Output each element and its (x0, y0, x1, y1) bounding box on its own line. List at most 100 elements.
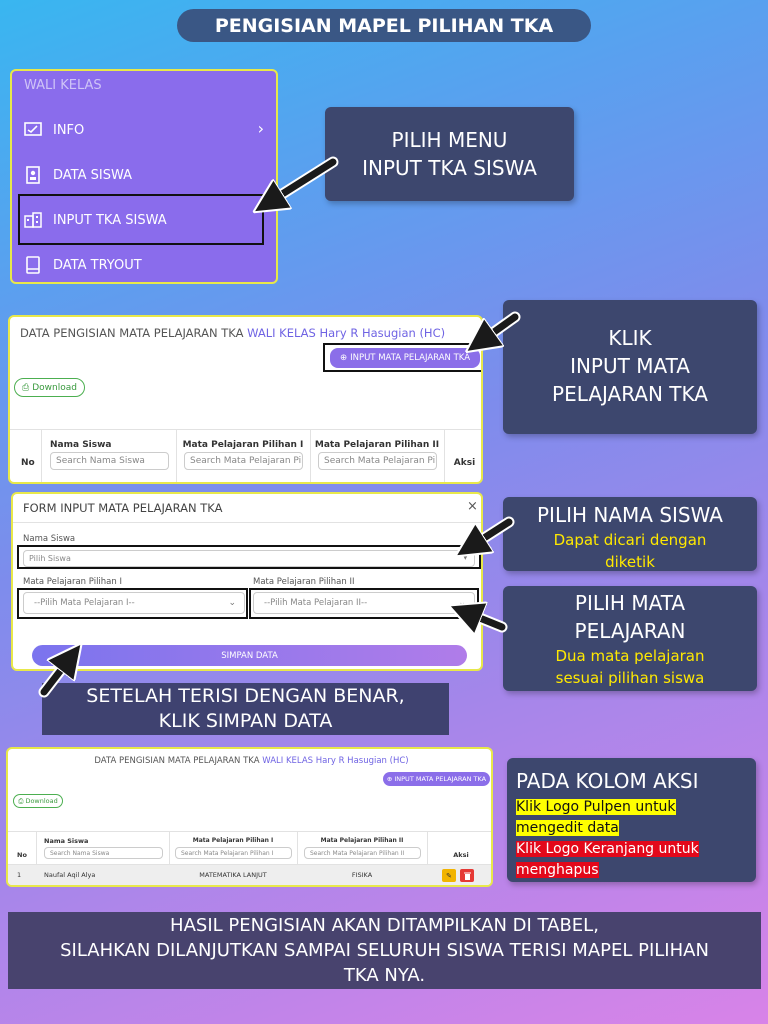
sidebar-item-data-tryout[interactable]: DATA TRYOUT (24, 254, 264, 276)
sidebar-item-data-siswa[interactable]: DATA SISWA (24, 164, 264, 186)
input-mapel-label: INPUT MATA PELAJARAN TKA (350, 353, 471, 363)
sidebar-item-input-tka[interactable]: INPUT TKA SISWA (24, 209, 264, 231)
callout-sub: Dapat dicari dengan (553, 531, 707, 549)
input-mapel-button[interactable]: ⊕ INPUT MATA PELAJARAN TKA (330, 348, 480, 368)
sidebar-item-label: INFO (53, 122, 85, 138)
simpan-data-button[interactable]: SIMPAN DATA (32, 645, 467, 666)
callout-pilih-mapel: PILIH MATA PELAJARAN Dua mata pelajaran … (503, 586, 757, 691)
col-nama: Nama Siswa (50, 440, 112, 450)
download-icon: ⎙ (18, 796, 24, 805)
chart-check-icon (24, 121, 42, 139)
table-divider (176, 429, 177, 482)
callout-pilih-menu: PILIH MENU INPUT TKA SISWA (325, 107, 574, 201)
card-title-highlight: WALI KELAS Hary R Hasugian (HC) (262, 756, 409, 766)
callout-line: SILAHKAN DILANJUTKAN SAMPAI SELURUH SISW… (60, 940, 709, 961)
download-label: Download (32, 382, 77, 393)
col-aksi: Aksi (453, 458, 476, 468)
callout-sub: Dua mata pelajaran (555, 647, 705, 665)
table-divider (297, 831, 298, 885)
callout-sub: diketik (605, 553, 655, 571)
edit-instruction: Klik Logo Pulpen untuk (516, 799, 676, 815)
search-pilihan-2-input[interactable]: Search Mata Pelajaran Pilihan II (304, 847, 421, 859)
result-card: DATA PENGISIAN MATA PELAJARAN TKA WALI K… (6, 747, 493, 887)
card-title-prefix: DATA PENGISIAN MATA PELAJARAN TKA (94, 756, 260, 766)
col-pilihan-1: Mata Pelajaran Pilihan I (192, 837, 274, 844)
callout-line: PILIH MATA (574, 591, 686, 615)
callout-sub: sesuai pilihan siswa (555, 669, 705, 687)
nama-placeholder: Pilih Siswa (29, 554, 71, 563)
row-no: 1 (17, 871, 22, 879)
row-pilihan-1: MATEMATIKA LANJUT (199, 871, 267, 879)
search-pilihan-2-input[interactable]: Search Mata Pelajaran Pilihan II (318, 452, 437, 470)
plus-circle-icon: ⊕ (339, 353, 348, 363)
pilihan-2-placeholder: --Pilih Mata Pelajaran II-- (264, 598, 368, 608)
input-mapel-button[interactable]: ⊕ INPUT MATA PELAJARAN TKA (383, 772, 490, 786)
callout-line: KLIK SIMPAN DATA (158, 710, 333, 732)
search-pilihan-1-input[interactable]: Search Mata Pelajaran Pilihan I (175, 847, 292, 859)
card-title-prefix: DATA PENGISIAN MATA PELAJARAN TKA (20, 326, 244, 340)
highlight-box (17, 588, 248, 619)
building-icon (24, 211, 42, 229)
page-title: PENGISIAN MAPEL PILIHAN TKA (177, 9, 591, 42)
highlight-box (249, 588, 479, 619)
callout-line: INPUT TKA SISWA (362, 156, 537, 180)
callout-line: PADA KOLOM AKSI (516, 769, 699, 793)
search-nama-input[interactable]: Search Nama Siswa (44, 847, 163, 859)
row-pilihan-2: FISIKA (351, 871, 373, 879)
sidebar-item-info[interactable]: INFO › (24, 119, 264, 141)
form-title: FORM INPUT MATA PELAJARAN TKA (23, 501, 223, 515)
col-no: No (17, 851, 27, 859)
sidebar-item-label: DATA SISWA (53, 167, 132, 183)
edit-pen-icon[interactable]: ✎ (442, 869, 456, 882)
data-card: DATA PENGISIAN MATA PELAJARAN TKA WALI K… (8, 315, 483, 484)
edit-instruction: mengedit data (516, 820, 619, 836)
pilihan-1-placeholder: --Pilih Mata Pelajaran I-- (34, 598, 135, 608)
callout-line: PELAJARAN (574, 619, 686, 643)
close-icon[interactable]: × (467, 499, 478, 514)
row-nama: Naufal Aqil Alya (44, 871, 96, 879)
callout-line: PELAJARAN TKA (552, 382, 708, 406)
search-pilihan-1-input[interactable]: Search Mata Pelajaran Pilihan I (184, 452, 303, 470)
download-button[interactable]: ⎙ Download (14, 378, 85, 397)
table-divider (8, 864, 491, 865)
sidebar-item-label: INPUT TKA SISWA (53, 212, 167, 228)
sidebar-item-label: DATA TRYOUT (53, 257, 142, 273)
search-nama-input[interactable]: Search Nama Siswa (50, 452, 169, 470)
card-title-highlight: WALI KELAS Hary R Hasugian (HC) (247, 326, 446, 340)
callout-pilih-nama: PILIH NAMA SISWA Dapat dicari dengan dik… (503, 497, 757, 571)
pilihan-2-label: Mata Pelajaran Pilihan II (253, 577, 355, 587)
callout-line: KLIK (608, 326, 652, 350)
download-button[interactable]: ⎙ Download (13, 794, 63, 808)
form-card: FORM INPUT MATA PELAJARAN TKA × Nama Sis… (11, 492, 483, 671)
chevron-right-icon: › (257, 119, 264, 138)
callout-line: PILIH MENU (391, 128, 508, 152)
highlight-box (18, 194, 264, 245)
table-divider (310, 429, 311, 482)
callout-line: HASIL PENGISIAN AKAN DITAMPILKAN DI TABE… (170, 915, 599, 936)
callout-line: PILIH NAMA SISWA (537, 503, 723, 527)
download-icon: ⎙ (22, 382, 30, 393)
download-label: Download (25, 797, 58, 805)
form-divider (13, 522, 481, 523)
callout-line: SETELAH TERISI DENGAN BENAR, (86, 685, 405, 707)
table-divider (427, 831, 428, 885)
col-pilihan-1: Mata Pelajaran Pilihan I (182, 440, 304, 450)
chevron-down-icon: ⌄ (228, 598, 236, 608)
highlight-box (17, 545, 481, 569)
table-divider (10, 429, 481, 430)
delete-trash-icon[interactable] (460, 869, 474, 882)
table-divider (41, 429, 42, 482)
table-divider (444, 429, 445, 482)
col-aksi: Aksi (453, 851, 469, 859)
card-title: DATA PENGISIAN MATA PELAJARAN TKA WALI K… (20, 326, 445, 340)
sidebar: WALI KELAS INFO › DATA SISWA INPUT TKA S… (10, 69, 278, 284)
table-divider (8, 831, 491, 832)
callout-kolom-aksi: PADA KOLOM AKSI Klik Logo Pulpen untuk m… (507, 758, 756, 882)
pilihan-1-label: Mata Pelajaran Pilihan I (23, 577, 122, 587)
nama-label: Nama Siswa (23, 534, 76, 544)
card-title: DATA PENGISIAN MATA PELAJARAN TKA WALI K… (8, 756, 491, 766)
delete-instruction: menghapus (516, 862, 599, 878)
pilihan-1-select[interactable]: --Pilih Mata Pelajaran I-- ⌄ (23, 592, 245, 614)
col-pilihan-2: Mata Pelajaran Pilihan II (314, 440, 440, 450)
callout-line: TKA NYA. (343, 965, 426, 986)
